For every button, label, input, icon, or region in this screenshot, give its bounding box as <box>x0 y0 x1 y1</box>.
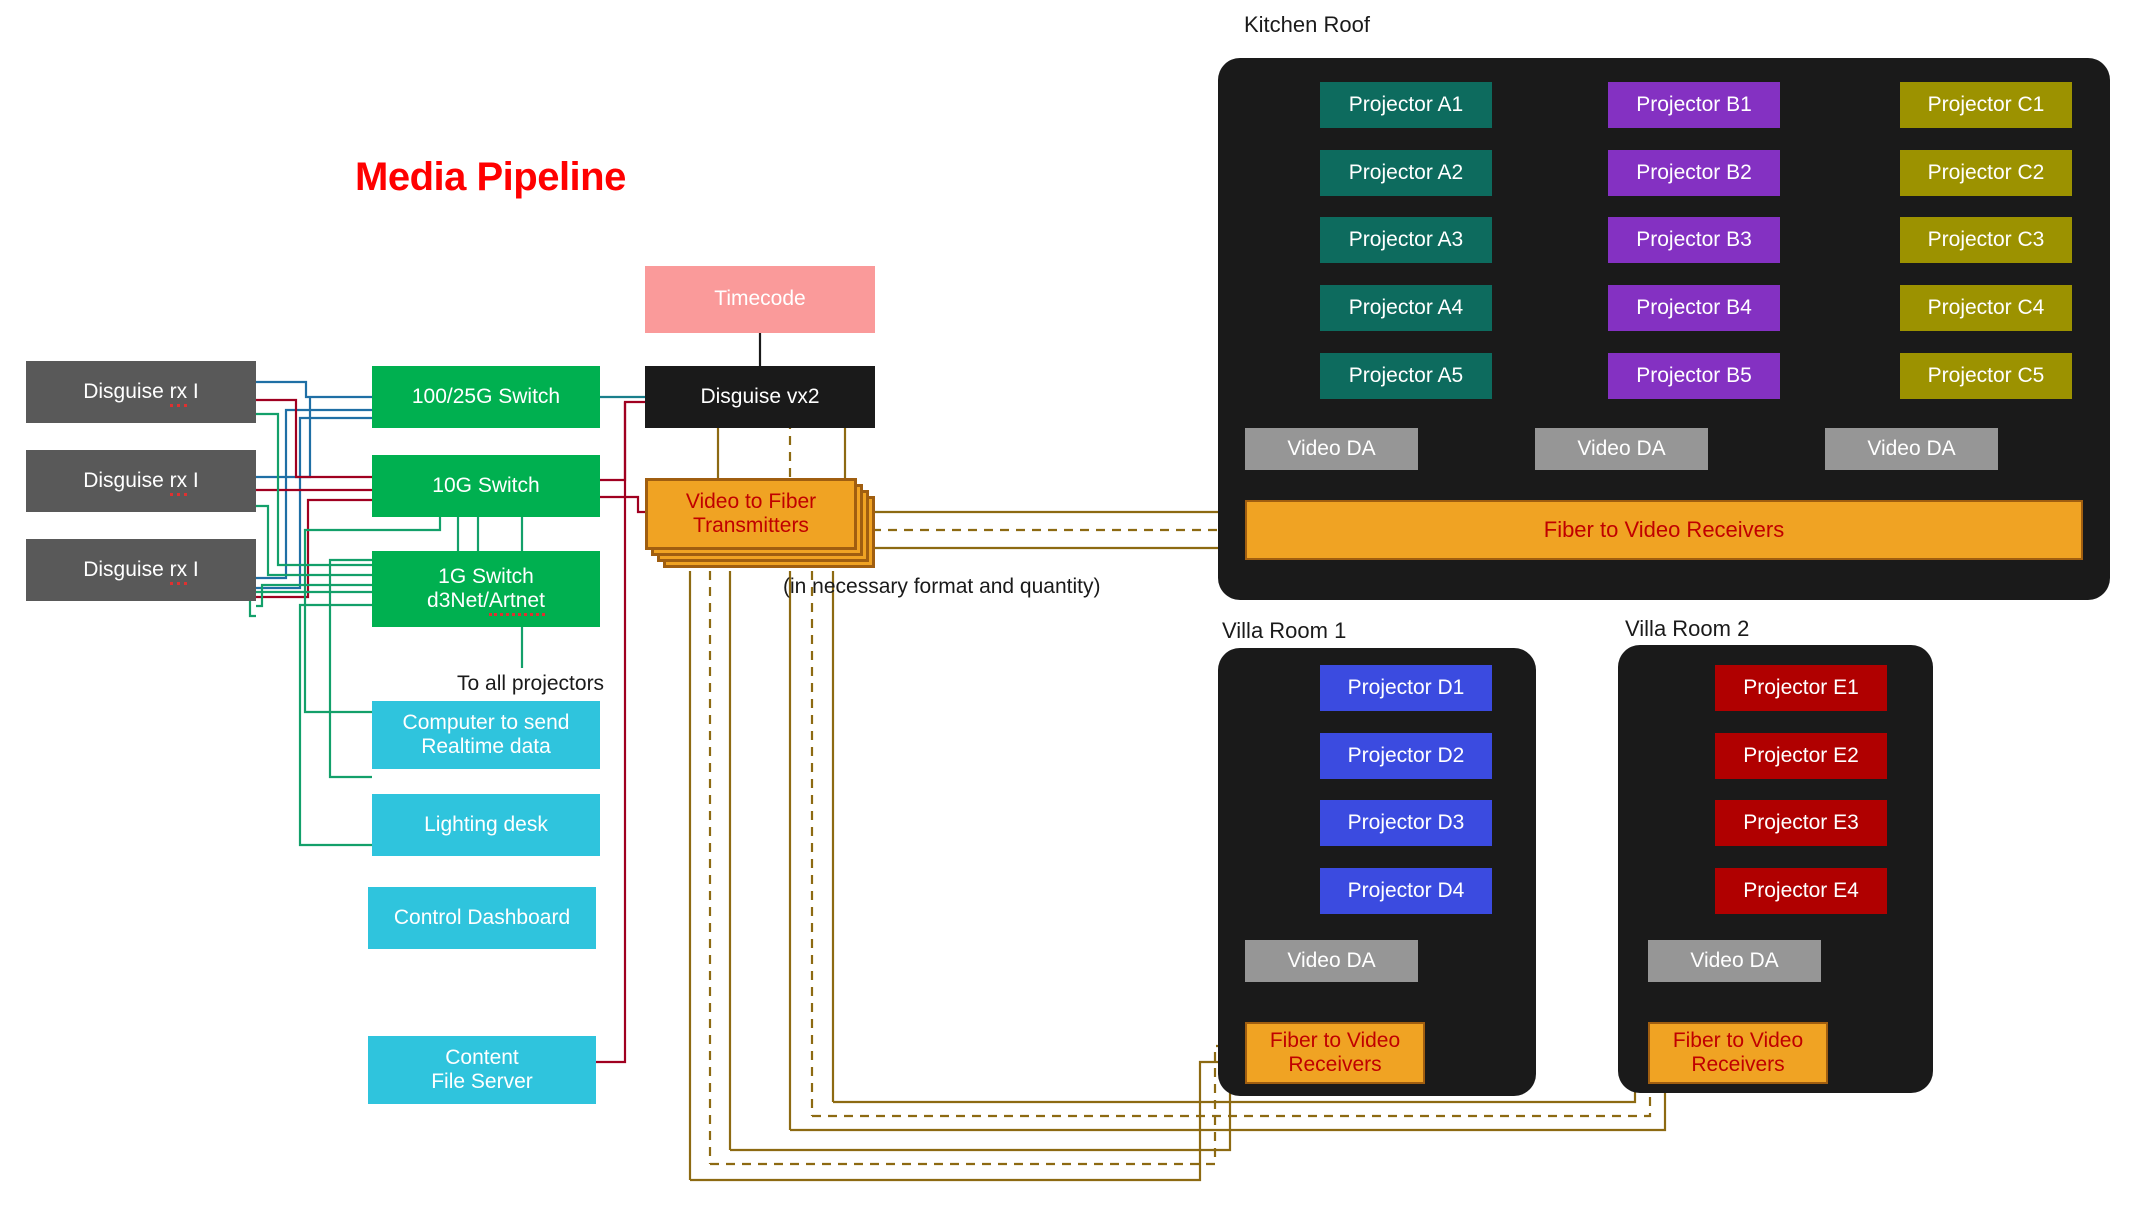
projector-a4[interactable]: Projector A4 <box>1320 285 1492 331</box>
video-da-villa-2-label: Video DA <box>1690 948 1779 972</box>
projector-b5[interactable]: Projector B5 <box>1608 353 1780 399</box>
disguise-vx2-node[interactable]: Disguise vx2 <box>645 366 875 428</box>
projector-e4-label: Projector E4 <box>1743 878 1859 902</box>
fiber-receivers-kitchen-roof-label: Fiber to Video Receivers <box>1543 517 1785 543</box>
timecode-node[interactable]: Timecode <box>645 266 875 333</box>
fiber-format-note: (in necessary format and quantity) <box>783 575 1101 598</box>
video-da-kitchen-a-label: Video DA <box>1287 436 1376 460</box>
projector-e4[interactable]: Projector E4 <box>1715 868 1887 914</box>
disguise-rx-node-2[interactable]: Disguise rx I <box>26 450 256 512</box>
projector-a2-label: Projector A2 <box>1348 160 1464 184</box>
projector-c2-label: Projector C2 <box>1927 160 2045 184</box>
fiber-tx-label: Video to Fiber Transmitters <box>685 490 817 537</box>
disguise-rx-label-3: Disguise rx I <box>26 557 256 585</box>
switch-1g-d3net-artnet[interactable]: 1G Switch d3Net/Artnet <box>372 551 600 627</box>
projector-e2[interactable]: Projector E2 <box>1715 733 1887 779</box>
timecode-label: Timecode <box>714 287 806 311</box>
projector-c1[interactable]: Projector C1 <box>1900 82 2072 128</box>
disguise-rx-label-2: Disguise rx I <box>26 468 256 496</box>
fiber-receivers-villa-1-label: Fiber to Video Receivers <box>1269 1028 1401 1076</box>
video-da-kitchen-b[interactable]: Video DA <box>1535 428 1708 470</box>
projector-c3[interactable]: Projector C3 <box>1900 217 2072 263</box>
video-da-kitchen-a[interactable]: Video DA <box>1245 428 1418 470</box>
realtime-data-computer-label: Computer to send Realtime data <box>402 710 570 758</box>
projector-a1-label: Projector A1 <box>1348 92 1464 116</box>
projector-b3-label: Projector B3 <box>1636 227 1752 251</box>
projector-d2[interactable]: Projector D2 <box>1320 733 1492 779</box>
projector-d1-label: Projector D1 <box>1347 675 1465 699</box>
content-file-server-label: Content File Server <box>431 1045 533 1093</box>
switch-100-25g-label: 100/25G Switch <box>411 384 561 408</box>
fiber-receivers-villa-2-label: Fiber to Video Receivers <box>1672 1028 1804 1076</box>
projector-b4[interactable]: Projector B4 <box>1608 285 1780 331</box>
projector-b2-label: Projector B2 <box>1636 160 1752 184</box>
video-da-villa-1-label: Video DA <box>1287 948 1376 972</box>
disguise-vx2-label: Disguise vx2 <box>700 384 820 408</box>
projector-e3[interactable]: Projector E3 <box>1715 800 1887 846</box>
projector-a5-label: Projector A5 <box>1348 363 1464 387</box>
projector-d4-label: Projector D4 <box>1347 878 1465 902</box>
control-dashboard[interactable]: Control Dashboard <box>368 887 596 949</box>
projector-a2[interactable]: Projector A2 <box>1320 150 1492 196</box>
page-title: Media Pipeline <box>355 155 626 199</box>
projector-a1[interactable]: Projector A1 <box>1320 82 1492 128</box>
projector-e3-label: Projector E3 <box>1743 810 1859 834</box>
projector-b3[interactable]: Projector B3 <box>1608 217 1780 263</box>
projector-b5-label: Projector B5 <box>1636 363 1752 387</box>
projector-b1-label: Projector B1 <box>1636 92 1752 116</box>
projector-c1-label: Projector C1 <box>1927 92 2045 116</box>
projector-e2-label: Projector E2 <box>1743 743 1859 767</box>
projector-d1[interactable]: Projector D1 <box>1320 665 1492 711</box>
projector-c3-label: Projector C3 <box>1927 227 2045 251</box>
projector-d4[interactable]: Projector D4 <box>1320 868 1492 914</box>
projector-b4-label: Projector B4 <box>1636 295 1752 319</box>
projector-a5[interactable]: Projector A5 <box>1320 353 1492 399</box>
switch-10g-label: 10G Switch <box>432 473 540 497</box>
video-to-fiber-transmitters[interactable]: Video to Fiber Transmitters <box>645 478 880 571</box>
switch-100-25g[interactable]: 100/25G Switch <box>372 366 600 428</box>
projector-a3-label: Projector A3 <box>1348 227 1464 251</box>
projector-c4-label: Projector C4 <box>1927 295 2045 319</box>
control-dashboard-label: Control Dashboard <box>393 905 571 929</box>
lighting-desk-label: Lighting desk <box>424 812 548 836</box>
realtime-data-computer[interactable]: Computer to send Realtime data <box>372 701 600 769</box>
projector-d3[interactable]: Projector D3 <box>1320 800 1492 846</box>
fiber-receivers-villa-1[interactable]: Fiber to Video Receivers <box>1245 1022 1425 1084</box>
projector-a4-label: Projector A4 <box>1348 295 1464 319</box>
video-da-kitchen-b-label: Video DA <box>1577 436 1666 460</box>
projector-c5[interactable]: Projector C5 <box>1900 353 2072 399</box>
switch-1g-label: 1G Switch d3Net/Artnet <box>372 565 600 616</box>
to-all-projectors-note: To all projectors <box>457 672 605 695</box>
video-da-kitchen-c-label: Video DA <box>1867 436 1956 460</box>
projector-c4[interactable]: Projector C4 <box>1900 285 2072 331</box>
disguise-rx-node-3[interactable]: Disguise rx I <box>26 539 256 601</box>
projector-e1[interactable]: Projector E1 <box>1715 665 1887 711</box>
projector-c5-label: Projector C5 <box>1927 363 2045 387</box>
fiber-receivers-kitchen-roof[interactable]: Fiber to Video Receivers <box>1245 500 2083 560</box>
projector-e1-label: Projector E1 <box>1743 675 1859 699</box>
projector-c2[interactable]: Projector C2 <box>1900 150 2072 196</box>
content-file-server[interactable]: Content File Server <box>368 1036 596 1104</box>
video-da-kitchen-c[interactable]: Video DA <box>1825 428 1998 470</box>
video-da-villa-2[interactable]: Video DA <box>1648 940 1821 982</box>
disguise-rx-label-1: Disguise rx I <box>26 379 256 407</box>
projector-d3-label: Projector D3 <box>1347 810 1465 834</box>
projector-a3[interactable]: Projector A3 <box>1320 217 1492 263</box>
projector-d2-label: Projector D2 <box>1347 743 1465 767</box>
projector-b2[interactable]: Projector B2 <box>1608 150 1780 196</box>
room-label-kitchen-roof: Kitchen Roof <box>1244 12 1370 37</box>
lighting-desk[interactable]: Lighting desk <box>372 794 600 856</box>
room-label-villa-room-2: Villa Room 2 <box>1625 616 1750 641</box>
video-da-villa-1[interactable]: Video DA <box>1245 940 1418 982</box>
switch-10g[interactable]: 10G Switch <box>372 455 600 517</box>
disguise-rx-node-1[interactable]: Disguise rx I <box>26 361 256 423</box>
projector-b1[interactable]: Projector B1 <box>1608 82 1780 128</box>
room-label-villa-room-1: Villa Room 1 <box>1222 618 1347 643</box>
fiber-receivers-villa-2[interactable]: Fiber to Video Receivers <box>1648 1022 1828 1084</box>
